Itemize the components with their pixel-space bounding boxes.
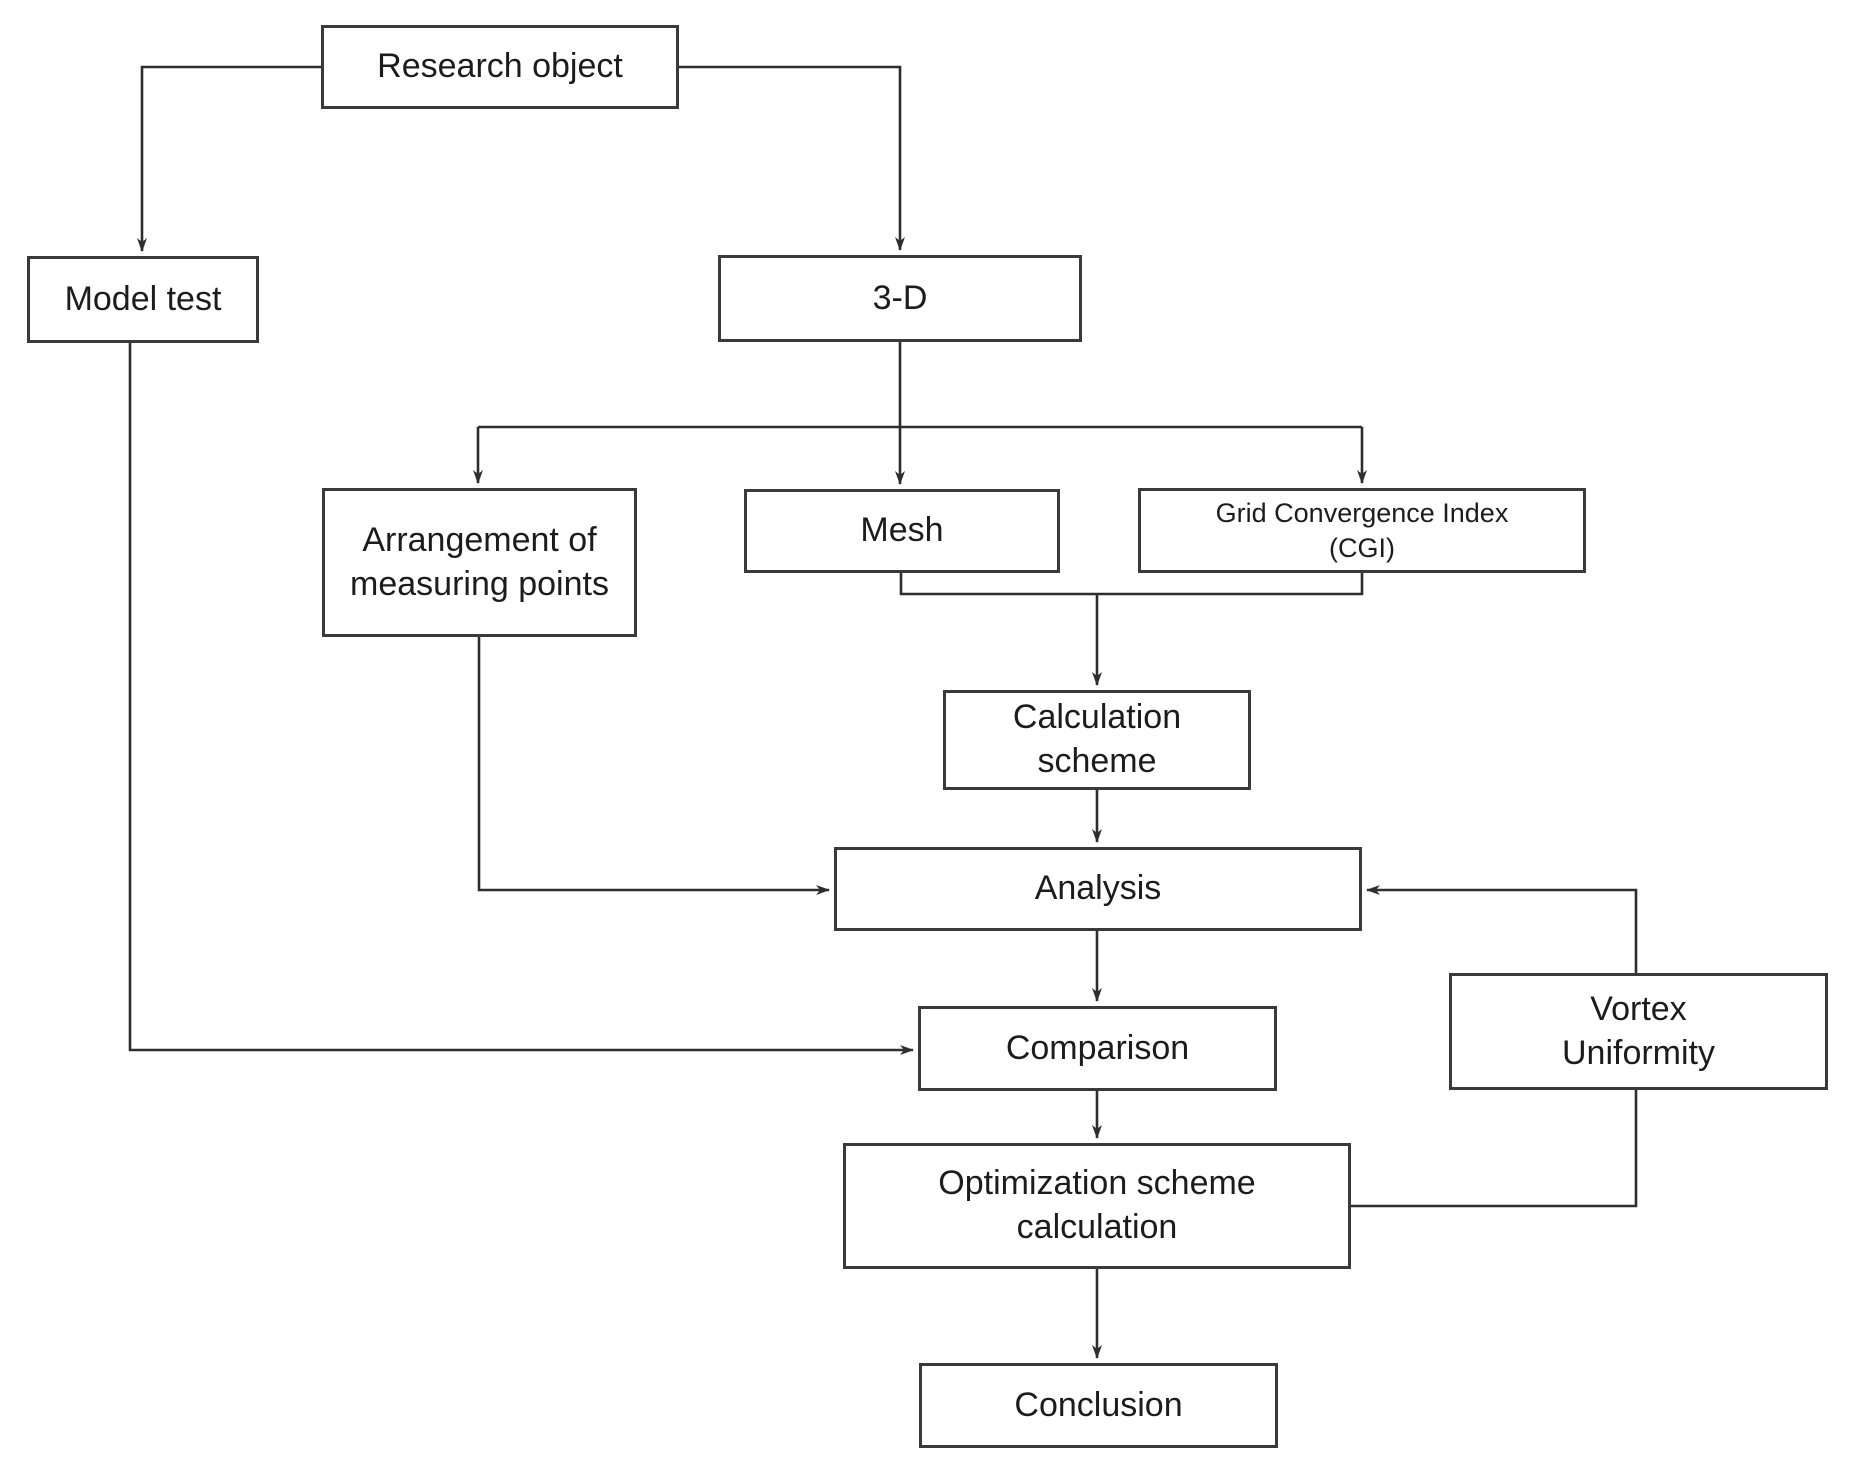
node-label-line: Arrangement of [362, 520, 597, 559]
node-label-line: (CGI) [1329, 532, 1395, 563]
connector-research-to-model-test [137, 65, 321, 252]
node-optimization-scheme-calculation: Optimization scheme calculation [843, 1143, 1351, 1269]
node-label-line: Calculation [1012, 698, 1182, 737]
node-label-line: Analysis [1034, 869, 1162, 908]
connector-research-to-three-d [679, 65, 905, 251]
node-label-line: Research object [377, 47, 623, 86]
node-label-line: Vortex [1590, 989, 1687, 1028]
node-label-line: Model test [64, 279, 222, 318]
node-label-line: measuring points [350, 564, 609, 603]
node-label-line: 3-D [872, 278, 928, 317]
node-grid-convergence-index: Grid Convergence Index (CGI) [1138, 488, 1586, 573]
node-three-d: 3-D [718, 255, 1082, 342]
connector-arrangement-to-analysis [477, 637, 830, 895]
node-label-line: Optimization scheme [938, 1164, 1256, 1203]
connector-mesh-gci-merge [899, 573, 1364, 596]
node-label-line: Mesh [860, 511, 944, 550]
connector-vortex-to-analysis [1366, 885, 1638, 973]
node-label-line: Comparison [1005, 1028, 1190, 1067]
node-label-line: Grid Convergence Index [1215, 497, 1509, 528]
node-analysis: Analysis [834, 847, 1362, 931]
node-label-line: Conclusion [1014, 1385, 1183, 1424]
node-research-object: Research object [321, 25, 679, 109]
node-label-line: calculation [1016, 1208, 1178, 1246]
node-model-test: Model test [27, 256, 259, 343]
node-comparison: Comparison [918, 1006, 1277, 1091]
connector-optimization-to-vortex [1351, 1090, 1638, 1208]
node-label-line: scheme [1037, 742, 1157, 780]
node-arrangement-of-measuring-points: Arrangement of measuring points [322, 488, 637, 637]
node-calculation-scheme: Calculation scheme [943, 690, 1251, 790]
node-conclusion: Conclusion [919, 1363, 1278, 1448]
node-mesh: Mesh [744, 489, 1060, 573]
node-label-line: Uniformity [1561, 1033, 1716, 1072]
connector-model-test-to-comparison [128, 343, 914, 1055]
